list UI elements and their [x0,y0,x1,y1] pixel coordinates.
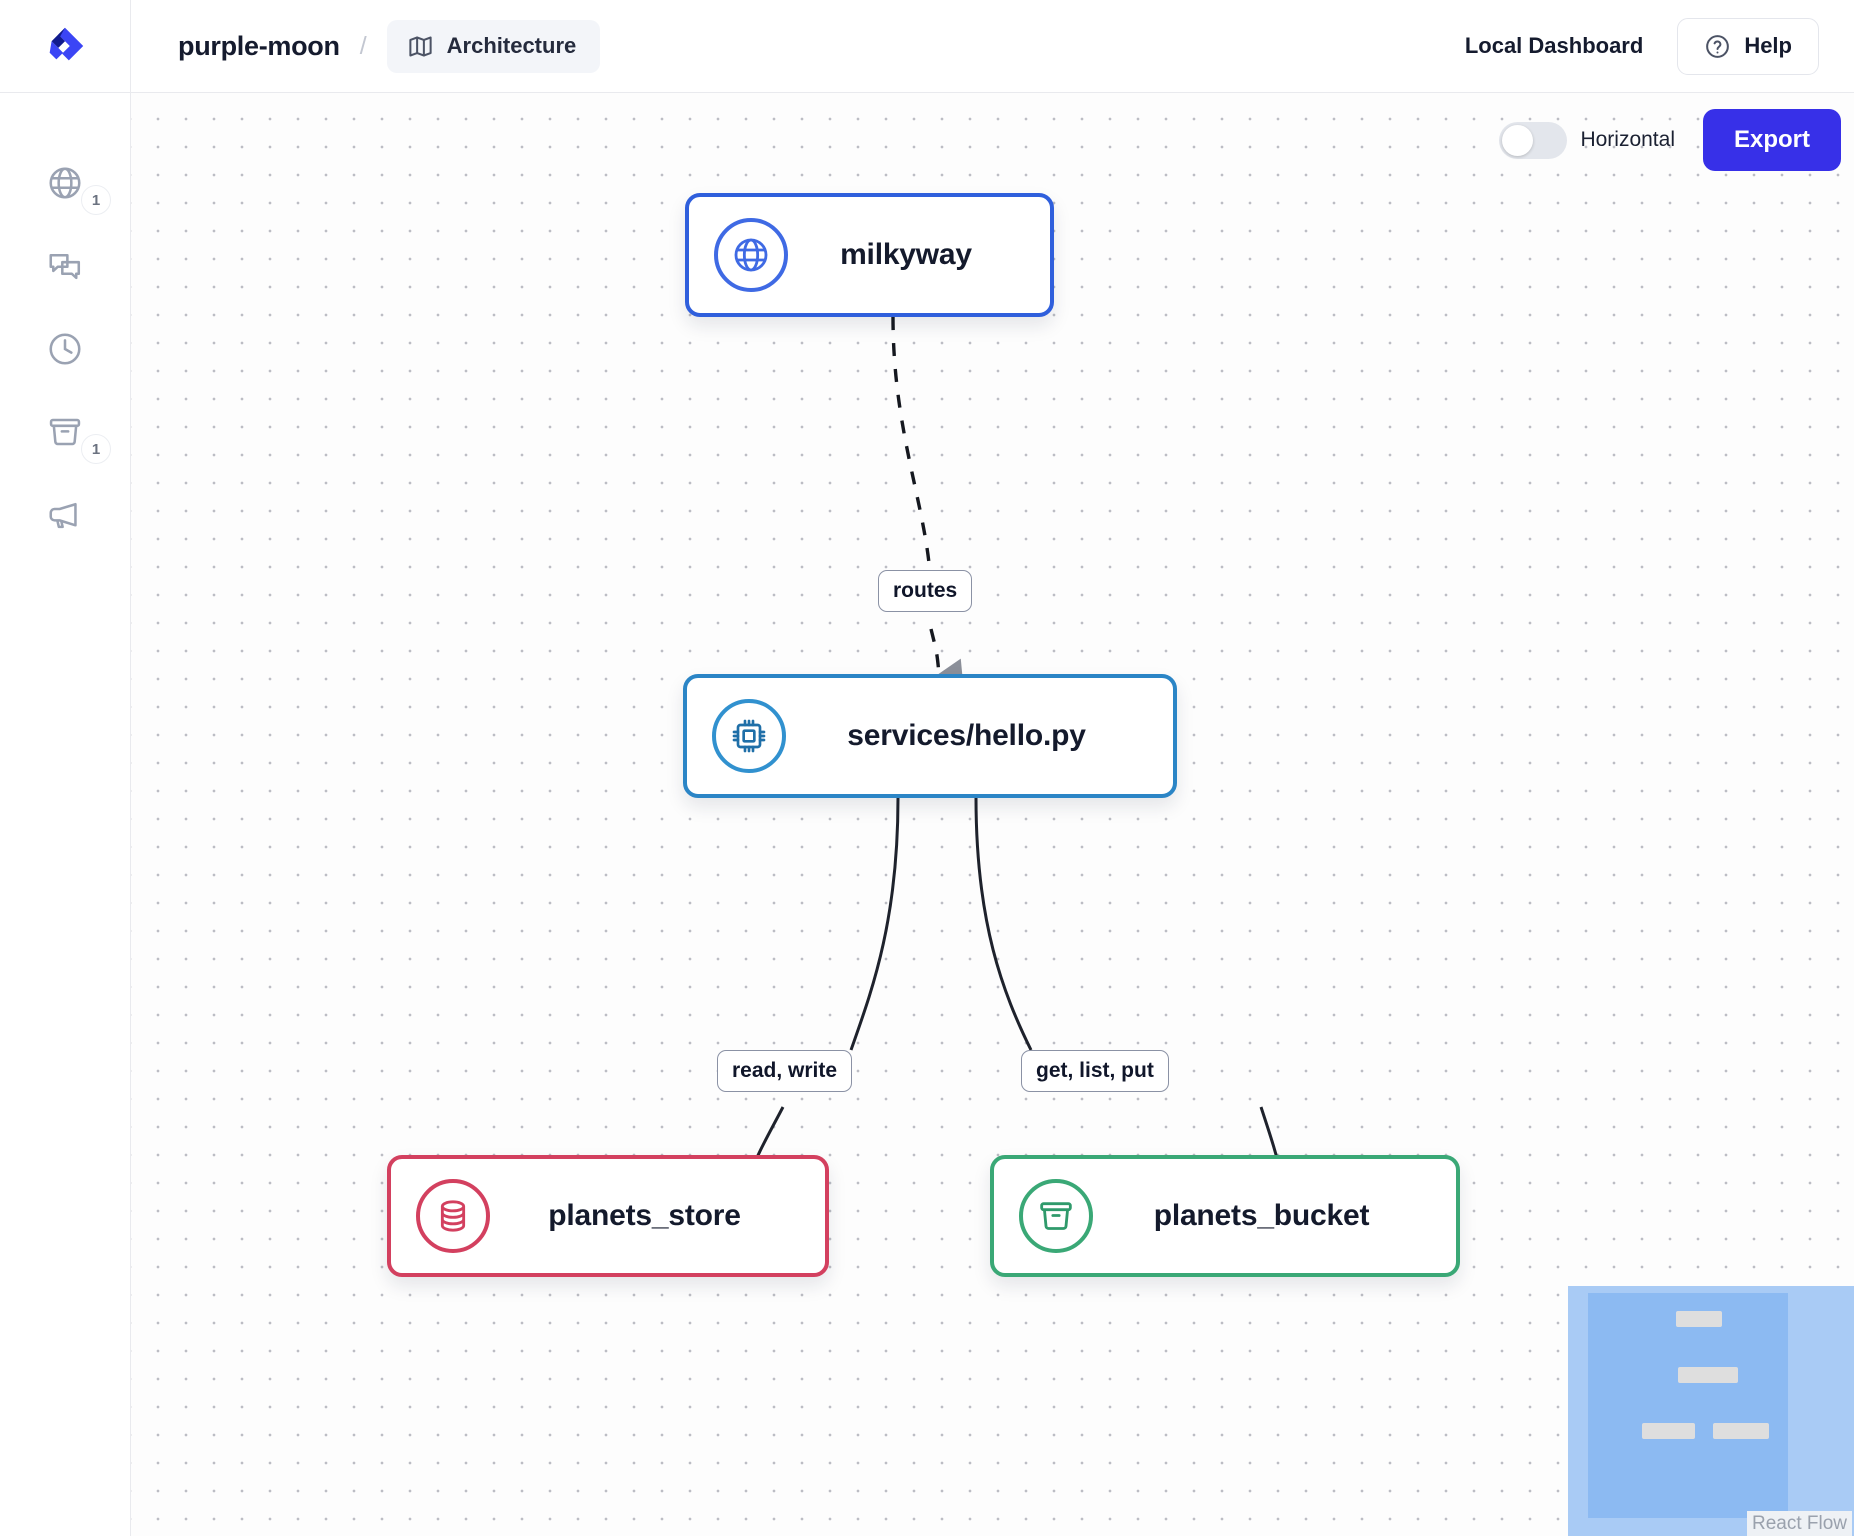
node-service-hello-py[interactable]: services/hello.py [683,674,1177,798]
edge-label-routes[interactable]: routes [878,570,973,612]
minimap-node [1642,1423,1695,1439]
bucket-icon [1040,1202,1072,1230]
tab-architecture[interactable]: Architecture [386,19,601,73]
minimap-node [1676,1311,1722,1327]
clock-icon [49,332,81,365]
brand-logo[interactable] [0,0,131,93]
chat-bubbles-icon [49,253,81,279]
breadcrumb-separator: / [359,31,367,60]
architecture-canvas[interactable]: routes read, write get, list, put milkyw… [131,93,1854,1536]
app-header: purple-moon / Architecture Local Dashboa… [0,0,1854,93]
node-store-icon-ring [416,1179,490,1253]
edge-milkyway-service-upper [891,316,931,564]
left-sidebar: 1 1 [0,93,131,1536]
node-service-label: services/hello.py [847,719,1086,752]
globe-icon [734,238,768,272]
brand-logo-icon [49,27,84,61]
help-button[interactable]: Help [1677,17,1819,75]
export-button[interactable]: Export [1702,109,1841,171]
question-circle-icon [1706,34,1730,58]
node-planets-store[interactable]: planets_store [387,1155,829,1277]
node-planets-bucket[interactable]: planets_bucket [990,1155,1460,1277]
sidebar-item-endpoints[interactable]: 1 [23,141,111,224]
node-milkyway[interactable]: milkyway [685,193,1054,317]
tab-architecture-label: Architecture [446,33,577,58]
header-actions: Local Dashboard Help [1464,17,1854,75]
horizontal-toggle-knob [1502,124,1534,156]
horizontal-toggle-label: Horizontal [1580,128,1675,151]
node-bucket-label: planets_bucket [1153,1199,1370,1232]
bucket-icon [49,418,81,445]
edge-service-store-upper [849,797,900,1051]
globe-icon [49,166,81,199]
edge-label-get-list-put[interactable]: get, list, put [1021,1050,1169,1092]
node-milkyway-label: milkyway [840,238,972,271]
layout-toggle-group: Horizontal [1499,121,1675,159]
react-flow-attribution[interactable]: React Flow [1746,1511,1852,1536]
map-icon [409,35,432,57]
sidebar-badge-buckets: 1 [81,434,111,464]
megaphone-icon [49,502,77,528]
sidebar-item-announcements[interactable] [23,473,107,556]
sidebar-item-messages[interactable] [23,224,107,307]
page-title: purple-moon [178,30,340,61]
local-dashboard-label: Local Dashboard [1464,33,1644,58]
edge-service-bucket-upper [974,797,1033,1051]
node-milkyway-icon-ring [714,218,788,292]
node-bucket-icon-ring [1019,1179,1093,1253]
edge-milkyway-service-lower [929,628,964,686]
node-store-label: planets_store [548,1199,741,1232]
edge-label-read-write[interactable]: read, write [717,1050,853,1092]
sidebar-item-buckets[interactable]: 1 [23,390,111,473]
horizontal-toggle[interactable] [1499,121,1568,159]
canvas-toolbar: Horizontal Export [1499,109,1841,171]
node-service-icon-ring [712,699,786,773]
minimap[interactable] [1568,1286,1854,1536]
help-button-label: Help [1744,33,1792,58]
breadcrumb: purple-moon / Architecture [131,19,601,73]
sidebar-badge-endpoints: 1 [81,185,111,215]
minimap-viewport[interactable] [1588,1293,1788,1518]
sidebar-item-history[interactable] [23,307,107,390]
database-icon [440,1200,466,1232]
minimap-node [1713,1423,1769,1439]
cpu-chip-icon [732,719,766,753]
minimap-node [1678,1367,1738,1383]
